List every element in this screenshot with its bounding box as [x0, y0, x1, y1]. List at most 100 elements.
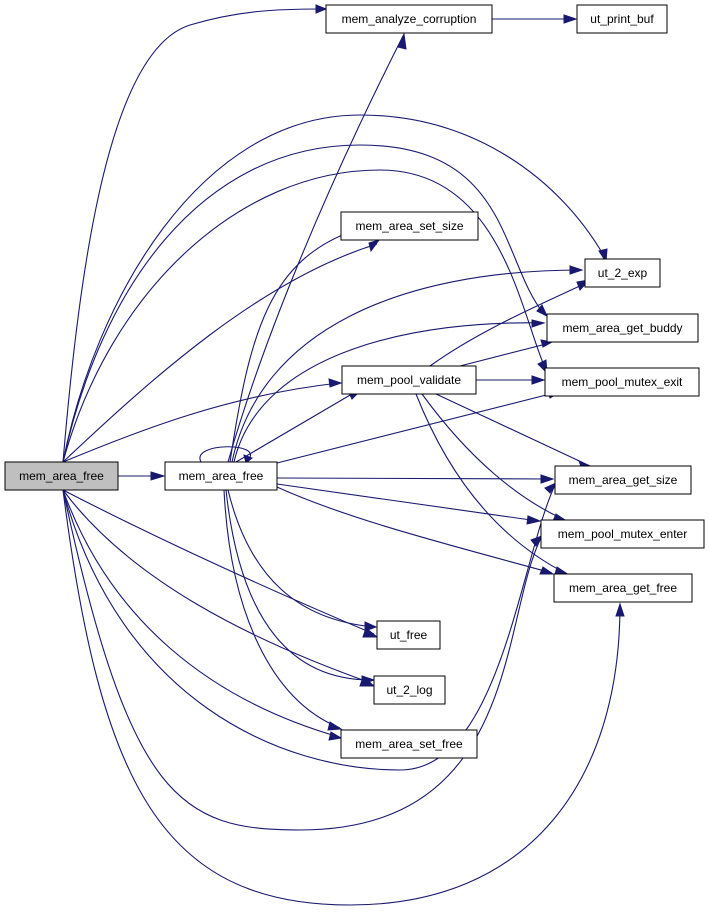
- node-label: mem_area_get_free: [569, 581, 677, 595]
- edge-arrowhead: [540, 474, 555, 484]
- node-mpv[interactable]: mem_pool_validate: [341, 365, 477, 395]
- edge-line: [231, 269, 583, 463]
- node-mpme[interactable]: mem_pool_mutex_exit: [544, 367, 700, 397]
- edge-root-to-masf: [62, 489, 343, 741]
- edge-line: [276, 486, 553, 574]
- node-label: ut_print_buf: [590, 12, 654, 26]
- edge-maf2-to-mpme: [276, 390, 562, 464]
- edge-root-to-u2e: [62, 114, 608, 463]
- edge-line: [415, 393, 568, 575]
- edge-root-to-maf2: [118, 471, 166, 481]
- edge-line: [276, 477, 553, 480]
- edge-line: [62, 484, 556, 771]
- edge-line: [459, 342, 551, 367]
- node-box[interactable]: [340, 211, 479, 241]
- edge-line: [276, 391, 559, 464]
- node-box[interactable]: [546, 313, 699, 343]
- node-label: mem_area_get_buddy: [562, 321, 682, 335]
- node-box[interactable]: [164, 461, 278, 491]
- node-label: mem_area_free: [179, 469, 264, 483]
- node-label: mem_area_get_size: [569, 473, 678, 487]
- node-label: mem_analyze_corruption: [342, 12, 477, 26]
- edge-line: [229, 229, 356, 463]
- edge-root-to-mass: [62, 239, 381, 463]
- node-box[interactable]: [376, 620, 441, 650]
- node-mass[interactable]: mem_area_set_size: [340, 211, 479, 241]
- edge-arrowhead: [328, 731, 343, 741]
- node-label: mem_pool_mutex_enter: [558, 527, 687, 541]
- edge-arrowhead: [536, 304, 549, 318]
- edge-maf2-to-u2e: [231, 265, 584, 463]
- node-box[interactable]: [554, 465, 692, 495]
- edge-root-to-magb: [62, 144, 549, 463]
- edge-arrowhead: [243, 454, 253, 464]
- node-u2l[interactable]: ut_2_log: [373, 675, 446, 705]
- node-magf[interactable]: mem_area_get_free: [553, 573, 693, 603]
- node-box[interactable]: [341, 365, 477, 395]
- node-upb[interactable]: ut_print_buf: [576, 4, 668, 34]
- node-box[interactable]: [584, 258, 661, 288]
- edge-maf2-to-masf: [223, 489, 343, 731]
- node-box[interactable]: [373, 675, 446, 705]
- node-label: ut_2_exp: [598, 266, 648, 280]
- edge-line: [62, 489, 375, 635]
- edge-maf2-to-mpment: [276, 483, 542, 525]
- edge-root-to-mags: [62, 481, 558, 771]
- node-label: mem_area_set_size: [355, 219, 463, 233]
- node-box[interactable]: [553, 573, 693, 603]
- edge-arrowhead: [531, 319, 546, 328]
- edge-root-to-mpment: [62, 489, 544, 831]
- edge-arrowhead: [315, 4, 328, 14]
- edge-line: [199, 446, 251, 463]
- edge-arrowhead: [531, 375, 546, 385]
- node-box[interactable]: [540, 519, 705, 549]
- node-masf[interactable]: mem_area_set_free: [340, 729, 478, 759]
- node-uf[interactable]: ut_free: [376, 620, 441, 650]
- edge-line: [223, 489, 341, 729]
- edge-line: [62, 489, 340, 738]
- node-label: mem_pool_mutex_exit: [562, 375, 683, 389]
- edge-mpv-to-mpme: [476, 375, 546, 385]
- edge-arrowhead: [544, 481, 558, 494]
- edge-line: [225, 489, 372, 681]
- edge-line: [62, 169, 546, 463]
- node-u2e[interactable]: ut_2_exp: [584, 258, 661, 288]
- node-label: mem_area_set_free: [355, 737, 463, 751]
- edge-mac-to-upb: [492, 14, 578, 24]
- edge-line: [62, 489, 542, 831]
- node-label: mem_area_free: [19, 469, 104, 483]
- edge-line: [435, 393, 591, 467]
- node-box[interactable]: [340, 729, 478, 759]
- edge-line: [62, 114, 605, 463]
- edge-root-to-magf: [62, 489, 625, 906]
- node-box[interactable]: [576, 4, 668, 34]
- edge-line: [62, 243, 378, 463]
- edge-arrowhead: [150, 471, 166, 481]
- node-maf2[interactable]: mem_area_free: [164, 461, 278, 491]
- node-box[interactable]: [325, 4, 493, 34]
- edge-line: [227, 489, 375, 628]
- node-root: mem_area_free: [4, 461, 119, 491]
- node-mpment[interactable]: mem_pool_mutex_enter: [540, 519, 705, 549]
- node-mac[interactable]: mem_analyze_corruption: [325, 4, 493, 34]
- edge-root-to-mpv: [62, 378, 343, 463]
- node-magb[interactable]: mem_area_get_buddy: [546, 313, 699, 343]
- edges-layer: [62, 4, 625, 906]
- edge-mpv-to-magb: [459, 339, 554, 367]
- edge-arrowhead: [530, 535, 544, 547]
- edge-arrowhead: [328, 378, 343, 388]
- node-label: ut_free: [390, 628, 428, 642]
- edge-mpv-to-mags: [435, 393, 594, 470]
- edge-line: [235, 390, 358, 463]
- node-box[interactable]: [544, 367, 700, 397]
- edge-arrowhead: [526, 515, 542, 525]
- edge-line: [62, 382, 340, 463]
- edge-root-to-u2l: [62, 489, 376, 687]
- node-mags[interactable]: mem_area_get_size: [554, 465, 692, 495]
- node-box: [4, 461, 119, 491]
- node-label: mem_pool_validate: [357, 373, 461, 387]
- edge-arrowhead: [539, 566, 555, 575]
- edge-arrowhead: [368, 239, 381, 253]
- edge-mpv-to-mpment: [421, 393, 570, 523]
